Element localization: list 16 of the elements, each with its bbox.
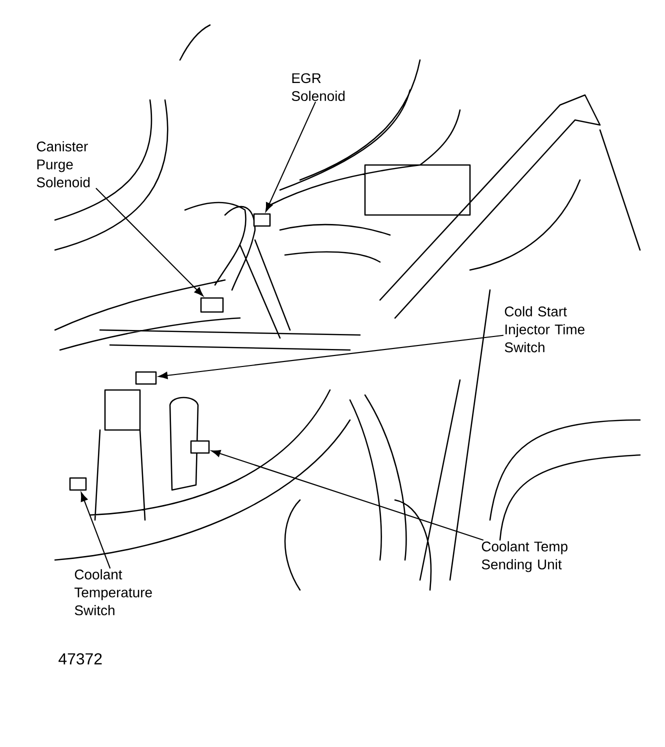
leader-line	[80, 492, 111, 569]
figure-number: 47372	[58, 653, 102, 664]
leader-line	[211, 450, 484, 541]
component-part	[135, 371, 157, 385]
callout-label: Canister Purge Solenoid	[36, 141, 90, 188]
component-part	[190, 440, 210, 454]
leader-line	[158, 334, 504, 380]
callout-label: EGR Solenoid	[292, 73, 345, 102]
callout-label: Coolant Temp Sending Unit	[482, 541, 568, 572]
component-part	[69, 477, 87, 491]
leader-line	[96, 188, 204, 296]
component-part	[200, 297, 224, 313]
callout-label: Coolant Temperature Switch	[74, 569, 152, 616]
leader-line	[265, 102, 316, 212]
callout-label: Cold Start Injector Time Switch	[504, 306, 584, 352]
component-part	[253, 213, 271, 227]
